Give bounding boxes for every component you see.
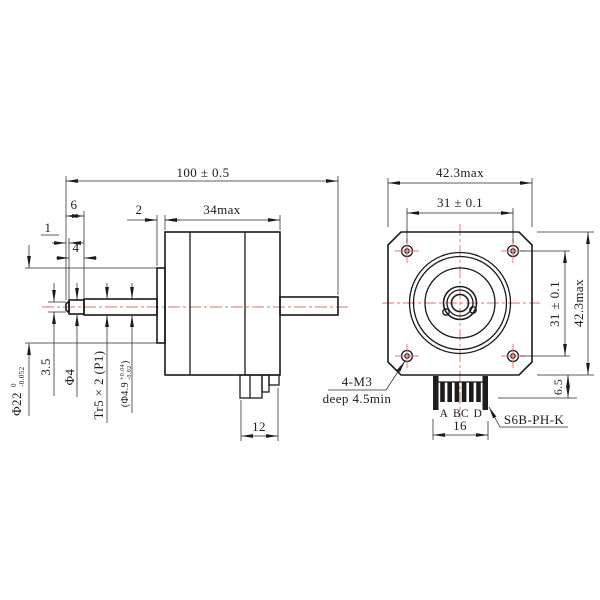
dim-16-text: 16 (453, 418, 467, 433)
dim-hole-pitch-v: 31 ± 0.1 (520, 250, 570, 357)
dim-connector-side-width: 12 (240, 388, 279, 441)
pin-label-b: B (453, 408, 461, 420)
connector-pins (440, 382, 481, 402)
dim-flat-length: 4 (56, 240, 97, 260)
motor-body-outline (164, 231, 281, 376)
dim-12-text: 12 (252, 419, 266, 434)
dim-2-text: 2 (136, 202, 143, 217)
shaft-circle (450, 293, 470, 313)
dim-pitch-v-text: 31 ± 0.1 (547, 281, 562, 327)
dim-boss-dia: Φ22 0 -0.052 (9, 245, 157, 416)
dim-phi22-tol-lower: -0.052 (18, 366, 26, 387)
dim-tip-flat: 3.5 (38, 283, 66, 396)
dim-screw-dia: (Φ4.9 +0.04 -0.02 ) (120, 283, 134, 413)
side-view: 100 ± 0.5 6 1 4 (9, 165, 348, 441)
pin-label-a: A (440, 408, 449, 420)
connector-side (239, 374, 280, 399)
dim-phi22-text: Φ22 (9, 392, 24, 416)
note-mount-holes: 4-M3 deep 4.5min (323, 360, 406, 406)
dim-6-text: 6 (71, 197, 78, 212)
dim-connector-height: 6.5 (498, 375, 577, 399)
dim-pitch-h-text: 31 ± 0.1 (437, 195, 483, 210)
dim-phi4-text: Φ4 (62, 369, 77, 386)
thread-notch-left (442, 308, 450, 316)
dim-1-text: 1 (45, 220, 52, 235)
pin-label-d: D (474, 408, 483, 420)
dim-overall-length: 100 ± 0.5 (65, 165, 339, 300)
note-connector-model: S6B-PH-K (488, 406, 568, 428)
thread-notch-right (469, 306, 477, 314)
dim-leadscrew-thread: Tr5 × 2 (P1) (91, 283, 109, 423)
dim-tr5-text: Tr5 × 2 (P1) (91, 350, 106, 419)
note-4m3-text: 4-M3 (342, 374, 373, 389)
note-s6b-text: S6B-PH-K (504, 412, 564, 427)
mount-hole-bl (395, 344, 419, 368)
dim-tip-step: 1 (41, 220, 84, 300)
dim-tip-length: 6 (66, 197, 85, 298)
rear-shaft (279, 296, 339, 316)
dim-3p5-text: 3.5 (38, 358, 53, 375)
front-circles (408, 251, 512, 355)
dim-phi49-text: (Φ4.9 (120, 382, 131, 407)
shaft-tip (65, 301, 70, 313)
dim-hole-pitch-h: 31 ± 0.1 (406, 195, 514, 243)
dim-width-text: 42.3max (436, 165, 484, 180)
connector-front: A B C D (433, 376, 488, 420)
front-view: A B C D 42.3max 31 ± 0.1 31 ± 0.1 (323, 165, 594, 440)
dim-shaft-dia: Φ4 (62, 283, 79, 397)
dim-phi49-close-paren: ) (120, 360, 131, 364)
dim-connector-pitch: 16 (432, 418, 489, 440)
note-depth-text: deep 4.5min (323, 391, 392, 406)
dim-phi49-tol-upper: +0.04 (120, 364, 126, 380)
pilot-boss (156, 267, 166, 344)
dim-height-text: 42.3max (571, 279, 586, 327)
dim-6p5-text: 6.5 (551, 379, 565, 395)
shaft-hub-inner (446, 289, 474, 317)
dim-phi49-tol-lower: -0.02 (127, 366, 133, 381)
pin-label-c: C (461, 408, 469, 420)
dim-34max-text: 34max (203, 202, 240, 217)
dim-pilot-and-body: 2 34max (127, 202, 281, 266)
dim-flange-height: 42.3max (537, 231, 594, 376)
dim-4-text: 4 (73, 240, 80, 255)
dim-overall-text: 100 ± 0.5 (177, 165, 230, 180)
dim-flange-width: 42.3max (387, 165, 533, 227)
flange-outline (387, 231, 533, 376)
dim-phi22-tol-upper: 0 (10, 383, 18, 387)
shaft-hub-outer (442, 285, 478, 321)
